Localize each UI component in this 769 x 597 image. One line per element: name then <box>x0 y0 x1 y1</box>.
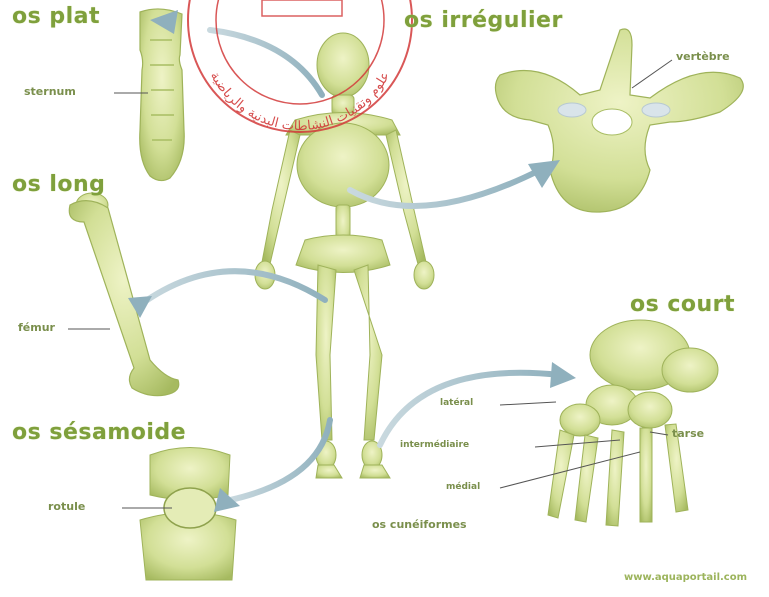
label-rotule: rotule <box>48 500 85 513</box>
title-os-irregulier: os irrégulier <box>404 8 563 33</box>
title-os-sesamoide: os sésamoide <box>12 420 186 445</box>
label-medial: médial <box>446 482 480 492</box>
femur-bone <box>69 193 178 396</box>
arrow-court <box>380 373 560 445</box>
label-femur: fémur <box>18 321 55 334</box>
label-vertebre: vertèbre <box>676 50 730 63</box>
leader-tarse <box>650 432 668 435</box>
title-os-court: os court <box>630 292 735 317</box>
label-sternum: sternum <box>24 85 76 98</box>
arrowhead-court <box>550 362 576 388</box>
leader-vertebre <box>632 60 672 88</box>
sternum-bone <box>140 9 185 181</box>
foot-bones <box>548 320 718 526</box>
arrow-sesamoide <box>230 420 330 500</box>
label-os-cuneiformes: os cunéiformes <box>372 518 467 531</box>
label-tarse: tarse <box>672 427 704 440</box>
knee-bones <box>140 448 236 581</box>
arrow-long <box>140 271 325 305</box>
title-os-plat: os plat <box>12 4 100 29</box>
leader-lateral <box>500 402 556 405</box>
title-os-long: os long <box>12 172 105 197</box>
label-intermediaire: intermédiaire <box>400 440 469 450</box>
label-lateral: latéral <box>440 398 473 408</box>
leader-intermediaire <box>535 440 620 447</box>
source-credit: www.aquaportail.com <box>624 572 747 583</box>
